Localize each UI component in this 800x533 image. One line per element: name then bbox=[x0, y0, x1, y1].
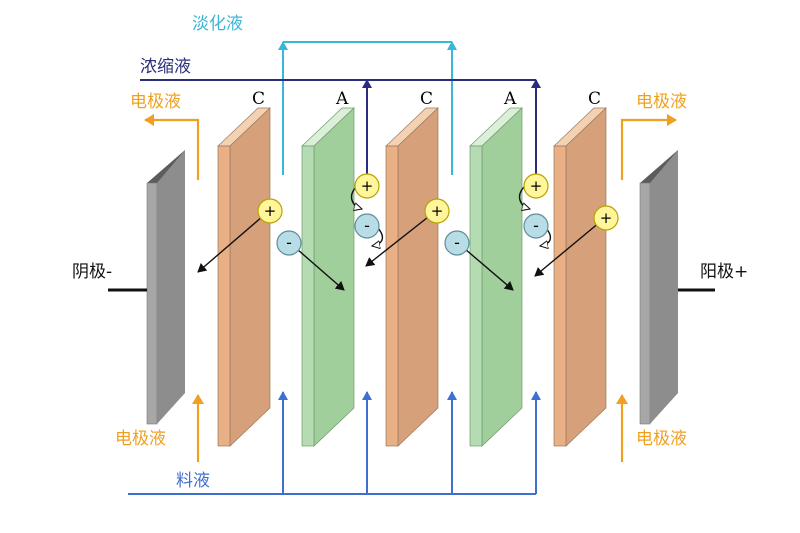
electrolyte-label-bottom-right: 电极液 bbox=[636, 429, 687, 449]
membrane-c3 bbox=[553, 107, 607, 447]
membrane-label-c1: C bbox=[252, 89, 265, 109]
svg-text:+: + bbox=[264, 202, 277, 220]
diluate-flow-lines bbox=[278, 41, 457, 175]
svg-text:-: - bbox=[533, 216, 539, 235]
electrolyte-label-top-right: 电极液 bbox=[636, 92, 687, 112]
membrane-a2 bbox=[469, 107, 523, 447]
feed-flow-lines bbox=[128, 391, 541, 495]
anion-ion: - bbox=[444, 230, 470, 256]
electrolyte-label-top-left: 电极液 bbox=[130, 92, 181, 112]
svg-text:+: + bbox=[431, 202, 444, 220]
membrane-label-c3: C bbox=[588, 89, 601, 109]
cathode-plate bbox=[146, 150, 185, 425]
membrane-c1 bbox=[217, 107, 271, 447]
electrolyte-label-bottom-left: 电极液 bbox=[115, 429, 166, 449]
cation-ion: + bbox=[257, 198, 283, 224]
feed-label: 料液 bbox=[176, 471, 210, 491]
ion-migration-arrows bbox=[197, 185, 607, 291]
membrane-label-a2: A bbox=[503, 89, 517, 109]
anion-ion: - bbox=[523, 213, 549, 239]
anode-plate bbox=[639, 150, 678, 425]
anode-label: 阳极+ bbox=[700, 262, 748, 282]
membrane-label-c2: C bbox=[420, 89, 433, 109]
cathode-label: 阴极- bbox=[72, 262, 112, 282]
concentrate-flow-lines bbox=[140, 79, 541, 175]
cation-ion: + bbox=[424, 198, 450, 224]
svg-text:+: + bbox=[600, 209, 613, 227]
svg-text:-: - bbox=[286, 233, 292, 252]
anion-ion: - bbox=[276, 230, 302, 256]
concentrate-label: 浓缩液 bbox=[140, 57, 191, 77]
anion-ion: - bbox=[354, 213, 380, 239]
diluate-label: 淡化液 bbox=[192, 14, 243, 34]
electrolyte-flow-arrows bbox=[144, 114, 677, 462]
cation-ion: + bbox=[354, 173, 380, 199]
cation-ion: + bbox=[593, 205, 619, 231]
cation-ion: + bbox=[523, 173, 549, 199]
svg-text:+: + bbox=[361, 177, 374, 195]
svg-text:-: - bbox=[364, 216, 370, 235]
membrane-label-a1: A bbox=[335, 89, 349, 109]
svg-text:+: + bbox=[530, 177, 543, 195]
membrane-c2 bbox=[385, 107, 439, 447]
membrane-a1 bbox=[301, 107, 355, 447]
svg-text:-: - bbox=[454, 233, 460, 252]
